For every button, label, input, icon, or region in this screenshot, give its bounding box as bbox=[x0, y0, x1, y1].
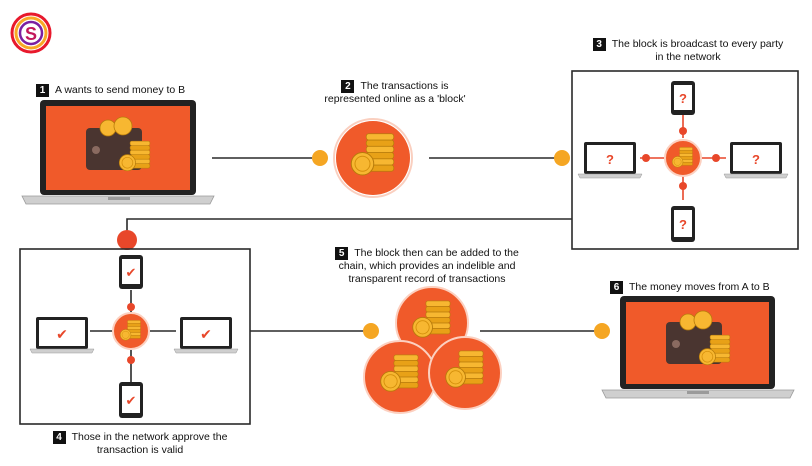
step-4-line2: transaction is valid bbox=[96, 444, 184, 456]
step-1-number: 1 bbox=[36, 84, 49, 97]
step-2-number: 2 bbox=[341, 80, 355, 93]
approved-check: ✔ bbox=[126, 393, 137, 408]
link-dot bbox=[127, 356, 135, 364]
approved-check: ✔ bbox=[200, 326, 212, 342]
phone-bottom-approved-icon: ✔ bbox=[119, 382, 143, 418]
step-5-caption: 5 The block then can be added to the chai… bbox=[318, 247, 536, 286]
wallet-icon bbox=[666, 310, 731, 366]
step-4-caption: 4 Those in the network approve the transa… bbox=[30, 431, 250, 457]
step-6-number: 6 bbox=[610, 281, 623, 294]
wallet-icon bbox=[86, 116, 151, 172]
step-3-caption: 3 The block is broadcast to every party i… bbox=[568, 38, 808, 64]
connector-dot bbox=[117, 230, 137, 250]
approval-network-box bbox=[19, 248, 251, 425]
laptop-right-approved-icon: ✔ bbox=[173, 317, 239, 354]
brand-logo-letter: S bbox=[25, 24, 37, 44]
step-1-text: A wants to send money to B bbox=[55, 84, 186, 96]
phone-top-icon: ? bbox=[671, 81, 695, 115]
connector-dot bbox=[594, 323, 610, 339]
phone-top-approved-icon: ✔ bbox=[119, 255, 143, 289]
step-5-line2: chain, which provides an indelible and bbox=[338, 260, 516, 272]
approved-check: ✔ bbox=[56, 326, 68, 342]
line-network-to-approval bbox=[126, 218, 572, 240]
laptop-a-icon bbox=[21, 100, 215, 205]
link-dot bbox=[679, 127, 687, 135]
step-3-line1: The block is broadcast to every party bbox=[611, 38, 784, 50]
unknown-mark: ? bbox=[679, 91, 687, 106]
chain-blocks-icon bbox=[363, 286, 502, 414]
step-1-caption: 1 A wants to send money to B bbox=[36, 84, 185, 97]
unknown-mark: ? bbox=[679, 217, 687, 232]
approved-check: ✔ bbox=[126, 265, 137, 280]
step-5-number: 5 bbox=[335, 247, 349, 260]
unknown-mark: ? bbox=[752, 152, 760, 167]
link-dot bbox=[679, 182, 687, 190]
step-6-text: The money moves from A to B bbox=[629, 281, 770, 293]
unknown-mark: ? bbox=[606, 152, 614, 167]
laptop-b-icon bbox=[601, 296, 795, 399]
laptop-left-approved-icon: ✔ bbox=[29, 317, 95, 354]
laptop-right-icon: ? bbox=[723, 142, 789, 179]
step-6-caption: 6 The money moves from A to B bbox=[610, 281, 770, 294]
connector-dot bbox=[554, 150, 570, 166]
link-dot bbox=[127, 303, 135, 311]
broadcast-network-box bbox=[571, 70, 799, 250]
link-dot bbox=[712, 154, 720, 162]
laptop-left-icon: ? bbox=[577, 142, 643, 179]
block-coin-icon bbox=[333, 118, 413, 198]
step-2-caption: 2 The transactions is represented online … bbox=[300, 80, 490, 106]
step-4-line1: Those in the network approve the bbox=[71, 431, 228, 443]
brand-logo-icon: S bbox=[10, 12, 52, 54]
step-2-line2: represented online as a 'block' bbox=[324, 93, 466, 105]
link-dot bbox=[642, 154, 650, 162]
connector-dot bbox=[312, 150, 328, 166]
step-4-number: 4 bbox=[52, 431, 66, 444]
step-5-line1: The block then can be added to the bbox=[354, 247, 519, 259]
step-5-line3: transparent record of transactions bbox=[348, 273, 506, 285]
step-3-line2: in the network bbox=[655, 51, 721, 63]
step-2-line1: The transactions is bbox=[360, 80, 449, 92]
step-3-number: 3 bbox=[592, 38, 606, 51]
connector-dot bbox=[363, 323, 379, 339]
phone-bottom-icon: ? bbox=[671, 206, 695, 242]
